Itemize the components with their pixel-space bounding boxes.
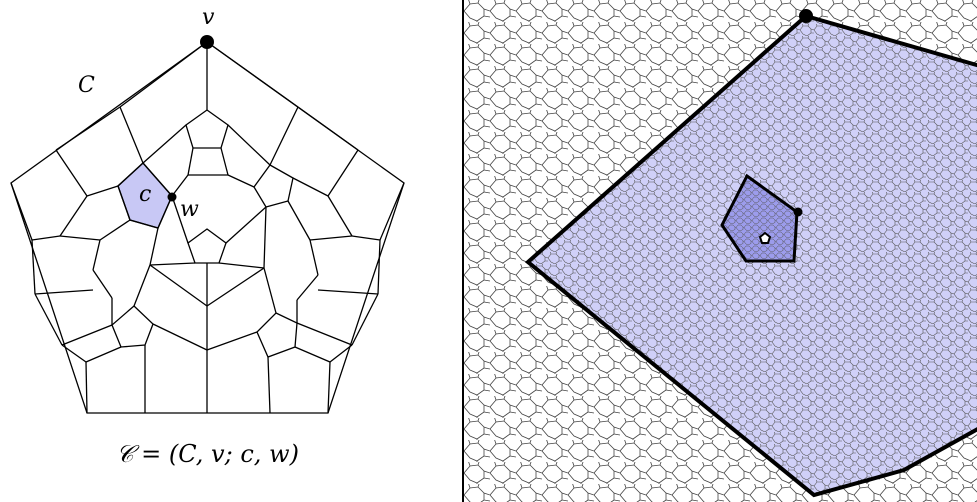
point-w-dot [167, 192, 177, 202]
vertex-v-dot-zoom [799, 9, 813, 23]
tiny-pentagon [758, 231, 772, 244]
central-pentagon [187, 228, 227, 264]
lower-left-pentagon [111, 305, 154, 348]
point-w-dot-zoom [793, 207, 803, 217]
vertex-v-dot [200, 35, 214, 49]
upper-pentagon [185, 109, 229, 149]
zoomed-subdivision [464, 0, 977, 502]
zoomed-subdivision-panel [462, 0, 977, 502]
region-c [720, 173, 799, 263]
pentagon-edges [10, 41, 405, 414]
label-w: w [180, 197, 199, 222]
pentagon-diagram: v C c w [10, 5, 405, 414]
left-pentagon [117, 162, 173, 229]
label-v: v [202, 5, 215, 30]
lower-right-pentagon [256, 312, 298, 358]
right-pentagon [253, 164, 294, 208]
label-c: c [139, 182, 151, 207]
label-C: C [78, 73, 95, 98]
caption: 𝒞 = (C, v; c, w) [116, 440, 299, 468]
